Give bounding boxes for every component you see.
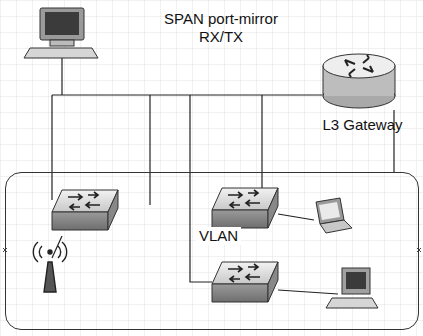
- vlan-region: VLAN: [5, 172, 419, 330]
- node-label: L3 Gateway: [319, 116, 405, 134]
- wire: [51, 95, 52, 200]
- drawing-part: [320, 220, 352, 233]
- desktop-icon: [326, 268, 378, 308]
- drawing-part: [319, 202, 340, 220]
- drawing-part: [363, 66, 373, 72]
- drawing-part: [50, 40, 74, 46]
- drawing-part: [52, 190, 118, 230]
- drawing-part: [417, 248, 421, 252]
- drawing-part: [342, 268, 370, 294]
- icon-space: [316, 50, 409, 116]
- network-wires: [52, 58, 338, 294]
- edge-markers: [3, 248, 421, 252]
- drawing-part: [24, 48, 98, 58]
- drawing-part: [45, 12, 79, 35]
- computer-icon: [24, 8, 98, 58]
- drawing-part: [346, 272, 366, 289]
- drawing-part: [33, 242, 38, 262]
- drawing-part: [323, 54, 395, 78]
- wireless-ap-icon: [33, 242, 66, 292]
- wire: [190, 95, 212, 282]
- drawing-part: [62, 242, 67, 262]
- wire: [278, 290, 338, 294]
- drawing-part: [39, 246, 42, 258]
- router-icon: [323, 54, 395, 108]
- vlan-label: VLAN: [196, 227, 241, 245]
- gateway-router: L3 Gateway: [316, 50, 409, 134]
- drawing-part: [363, 55, 369, 63]
- drawing-part: [212, 262, 278, 302]
- drawing-part: [48, 250, 52, 254]
- drawing-part: [212, 188, 278, 228]
- laptop-icon: [316, 198, 352, 233]
- drawing-part: [44, 262, 56, 292]
- drawing-part: [40, 8, 84, 40]
- wire: [61, 58, 62, 95]
- wire: [261, 95, 262, 188]
- drawing-part: [326, 298, 378, 308]
- mirror-label: SPAN port-mirror RX/TX: [145, 10, 297, 46]
- drawing-part: [58, 246, 61, 258]
- wire: [52, 236, 62, 258]
- wire: [52, 94, 322, 95]
- drawing-part: [316, 198, 344, 224]
- drawing-part: [345, 55, 373, 77]
- wire: [149, 95, 150, 205]
- wire: [278, 214, 314, 220]
- drawing-part: [345, 60, 355, 66]
- drawing-part: [349, 69, 355, 77]
